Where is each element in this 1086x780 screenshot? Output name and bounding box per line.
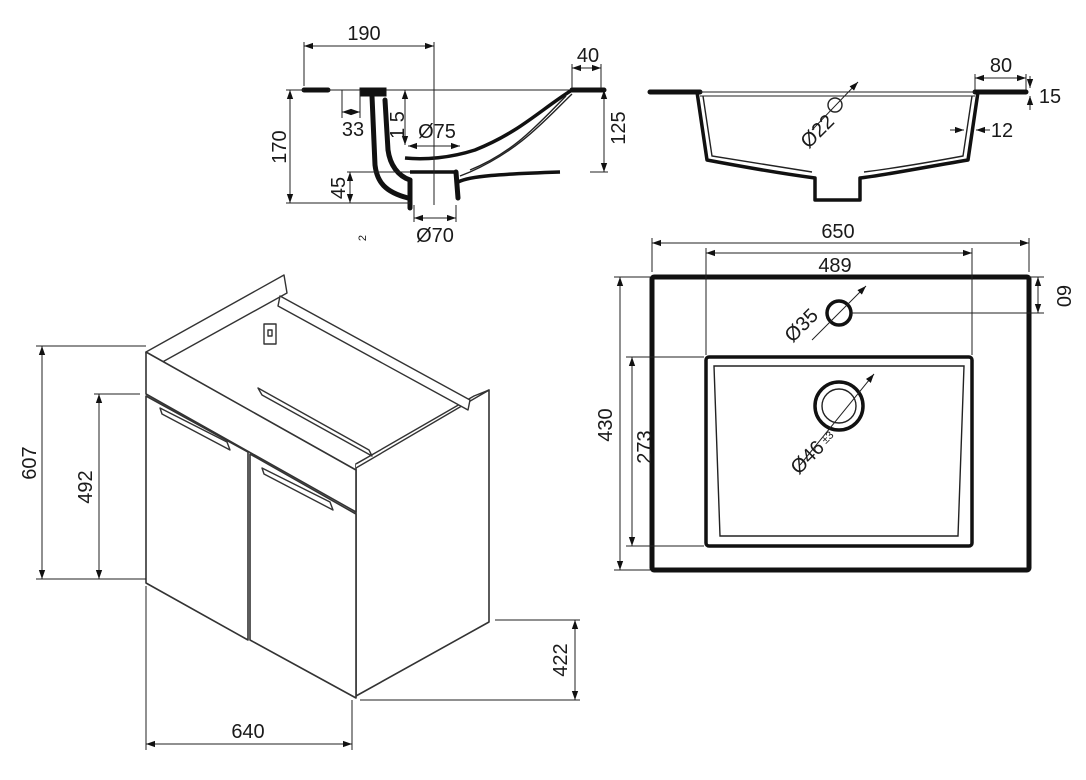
- dim-170: 170: [269, 130, 291, 163]
- basin-profile: [404, 88, 573, 161]
- dim-d46: Ø46: [787, 437, 829, 479]
- dim-d22: Ø22: [797, 111, 839, 153]
- bowl-outline: [704, 355, 974, 548]
- cabinet-right-side: [355, 389, 490, 697]
- dim-273: 273: [634, 430, 656, 463]
- dim-489: 489: [818, 255, 851, 277]
- dim-430: 430: [595, 408, 617, 441]
- dim-33: 33: [342, 119, 364, 141]
- dim-650: 650: [821, 221, 854, 243]
- note-2: 2: [357, 235, 369, 241]
- cabinet-top-rail: [145, 351, 357, 513]
- dim-640: 640: [231, 721, 264, 743]
- dim-1-5: 1 5: [387, 111, 409, 139]
- dim-125: 125: [608, 111, 630, 144]
- dim-80: 80: [990, 55, 1012, 77]
- cabinet-view: 607 492 422 640: [19, 274, 580, 750]
- cabinet-left-door: [145, 395, 249, 641]
- dim-45: 45: [328, 177, 350, 199]
- dim-d35: Ø35: [781, 305, 823, 347]
- top-view: Ø35 Ø46 ±3 650 489 60 430 273: [595, 221, 1074, 573]
- cabinet-right-door: [249, 453, 357, 699]
- dim-60: 60: [1052, 285, 1074, 307]
- dim-40: 40: [577, 45, 599, 67]
- overflow-channel: [369, 93, 411, 201]
- dim-190: 190: [347, 23, 380, 45]
- dim-d46-tol: ±3: [819, 429, 836, 446]
- basin-front-profile: [695, 91, 980, 202]
- dim-15: 15: [1039, 86, 1061, 108]
- dim-12: 12: [991, 120, 1013, 142]
- section-view: 190 40 170 33 1 5 Ø75 125 45 Ø: [269, 23, 630, 247]
- dim-d75: Ø75: [418, 121, 456, 143]
- dim-607: 607: [19, 446, 41, 479]
- top-outline: [649, 274, 1032, 573]
- front-section-view: Ø22 80 15 12: [647, 55, 1061, 202]
- dim-492: 492: [75, 470, 97, 503]
- dim-d70: Ø70: [416, 225, 454, 247]
- dim-422: 422: [550, 643, 572, 676]
